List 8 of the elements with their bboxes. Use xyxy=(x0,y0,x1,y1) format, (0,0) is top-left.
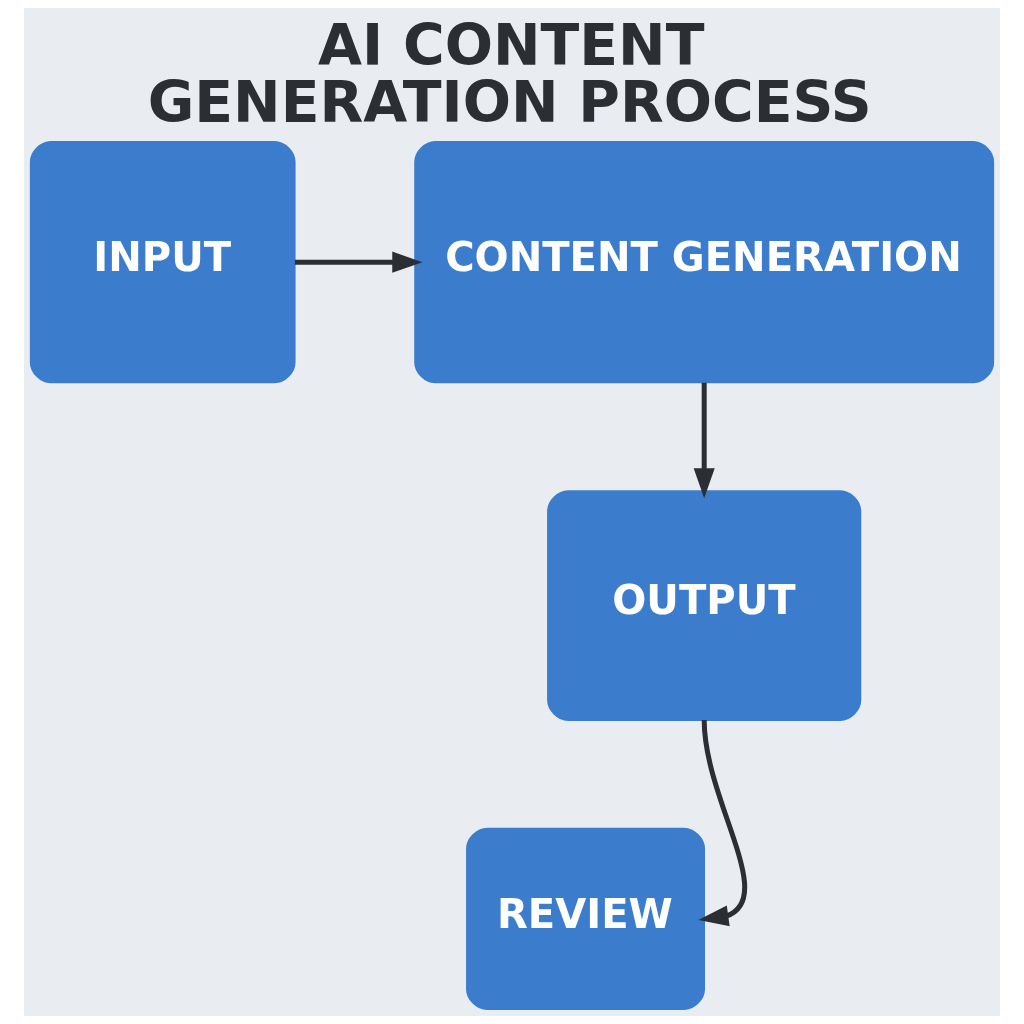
node-box: OUTPUT xyxy=(547,490,862,721)
diagram-title: AI CONTENT GENERATION PROCESS xyxy=(147,12,872,136)
node-box: REVIEW xyxy=(466,827,706,1011)
arrow xyxy=(294,251,423,273)
arrow xyxy=(698,719,748,927)
node-box: CONTENT GENERATION xyxy=(414,141,995,384)
node-box: INPUT xyxy=(29,141,296,384)
arrow xyxy=(693,382,715,499)
